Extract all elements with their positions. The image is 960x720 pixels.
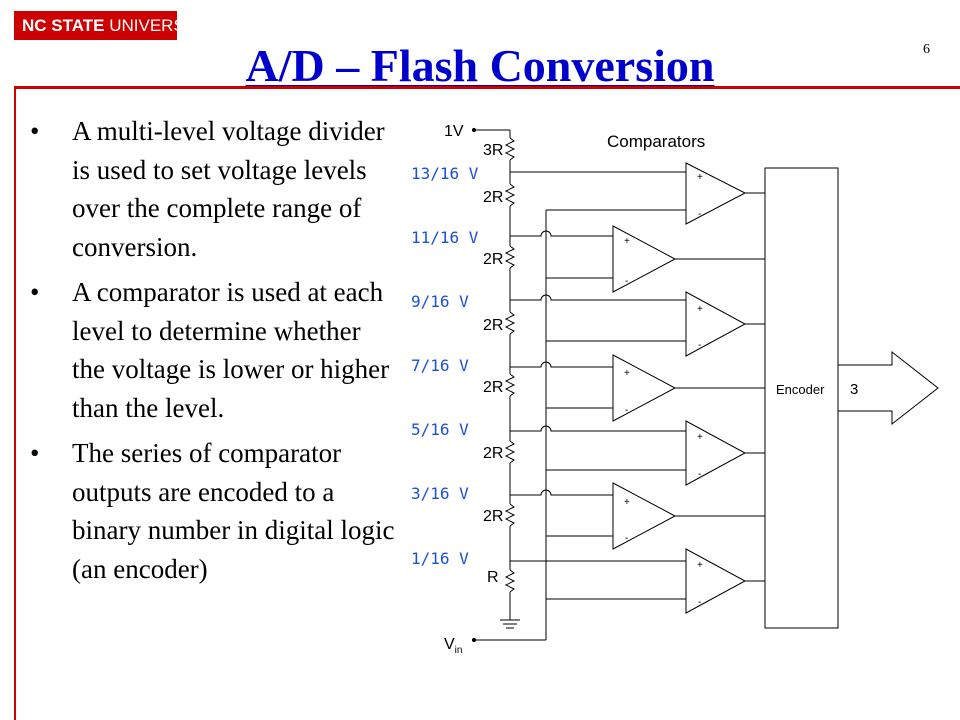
minus-sign: -	[625, 276, 628, 287]
left-border	[14, 86, 16, 720]
plus-sign: +	[697, 172, 703, 183]
nc-state-logo: NC STATE UNIVERSITY	[14, 11, 211, 40]
resistor-label: 2R	[483, 317, 503, 334]
slide-title: A/D – Flash Conversion	[245, 40, 715, 91]
level-label: 11/16 V	[411, 228, 479, 247]
output-bits-label: 3	[850, 381, 858, 398]
resistor-label: 2R	[483, 508, 503, 525]
vin-label: Vin	[444, 636, 462, 656]
slide-number: 6	[923, 42, 930, 57]
plus-sign: +	[697, 432, 703, 443]
minus-sign: -	[698, 597, 701, 608]
level-label: 3/16 V	[411, 484, 469, 503]
plus-sign: +	[624, 236, 630, 247]
resistor-label: R	[487, 569, 499, 586]
level-label: 7/16 V	[411, 356, 469, 375]
plus-sign: +	[624, 497, 630, 508]
resistor-label: 2R	[483, 445, 503, 462]
level-label: 5/16 V	[411, 420, 469, 439]
minus-sign: -	[625, 405, 628, 416]
bullet-item: •A multi-level voltage divider is used t…	[30, 116, 385, 262]
top-voltage-label: 1V	[444, 123, 464, 140]
plus-sign: +	[697, 560, 703, 571]
minus-sign: -	[698, 209, 701, 220]
bullet-item: •The series of comparator outputs are en…	[30, 438, 395, 584]
bullet-item: •A comparator is used at each level to d…	[30, 277, 390, 423]
resistor-label: 3R	[483, 142, 503, 159]
plus-sign: +	[697, 304, 703, 315]
title-divider	[14, 86, 960, 89]
level-label: 13/16 V	[411, 164, 479, 183]
minus-sign: -	[698, 469, 701, 480]
level-label: 1/16 V	[411, 549, 469, 568]
resistor-label: 2R	[483, 189, 503, 206]
minus-sign: -	[698, 340, 701, 351]
level-label: 9/16 V	[411, 292, 469, 311]
resistor-label: 2R	[483, 379, 503, 396]
resistor-label: 2R	[483, 251, 503, 268]
minus-sign: -	[625, 533, 628, 544]
bullet-list: •A multi-level voltage divider is used t…	[30, 112, 400, 595]
plus-sign: +	[624, 368, 630, 379]
encoder-label: Encoder	[776, 382, 825, 397]
comparators-label: Comparators	[607, 132, 705, 151]
